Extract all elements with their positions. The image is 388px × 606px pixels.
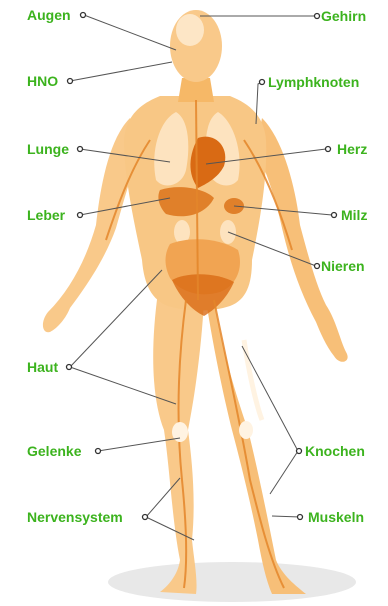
label-milz[interactable]: Milz xyxy=(341,207,367,223)
dot-knochen xyxy=(297,449,302,454)
leader-hno xyxy=(70,62,172,81)
label-augen[interactable]: Augen xyxy=(27,7,71,23)
dot-herz xyxy=(326,147,331,152)
label-hno[interactable]: HNO xyxy=(27,73,58,89)
human-body xyxy=(43,10,348,594)
dot-lunge xyxy=(78,147,83,152)
label-leber[interactable]: Leber xyxy=(27,207,65,223)
dot-leber xyxy=(78,213,83,218)
right-arm xyxy=(256,118,348,362)
shin-highlight xyxy=(244,340,262,420)
leader-muskeln xyxy=(272,516,300,517)
label-muskeln[interactable]: Muskeln xyxy=(308,509,364,525)
dot-hno xyxy=(68,79,73,84)
dot-gelenke xyxy=(96,449,101,454)
leader-augen xyxy=(84,15,176,50)
dot-lymphknoten xyxy=(260,80,265,85)
label-lunge[interactable]: Lunge xyxy=(27,141,69,157)
dot-gehirn xyxy=(315,14,320,19)
skull-highlight xyxy=(176,14,204,46)
knee-right xyxy=(239,421,253,439)
dot-nieren xyxy=(315,264,320,269)
leader-knochen-2 xyxy=(270,451,298,494)
label-nervensystem[interactable]: Nervensystem xyxy=(27,509,123,525)
label-knochen[interactable]: Knochen xyxy=(305,443,365,459)
dot-augen xyxy=(81,13,86,18)
label-gehirn[interactable]: Gehirn xyxy=(321,8,366,24)
label-herz[interactable]: Herz xyxy=(337,141,367,157)
dot-muskeln xyxy=(298,515,303,520)
label-nieren[interactable]: Nieren xyxy=(321,258,365,274)
label-lymphknoten[interactable]: Lymphknoten xyxy=(268,74,359,90)
right-leg xyxy=(206,300,306,594)
floor-shadow xyxy=(108,562,356,602)
dot-haut xyxy=(67,365,72,370)
label-gelenke[interactable]: Gelenke xyxy=(27,443,81,459)
dot-milz xyxy=(332,213,337,218)
dot-nervensystem xyxy=(143,515,148,520)
label-haut[interactable]: Haut xyxy=(27,359,58,375)
